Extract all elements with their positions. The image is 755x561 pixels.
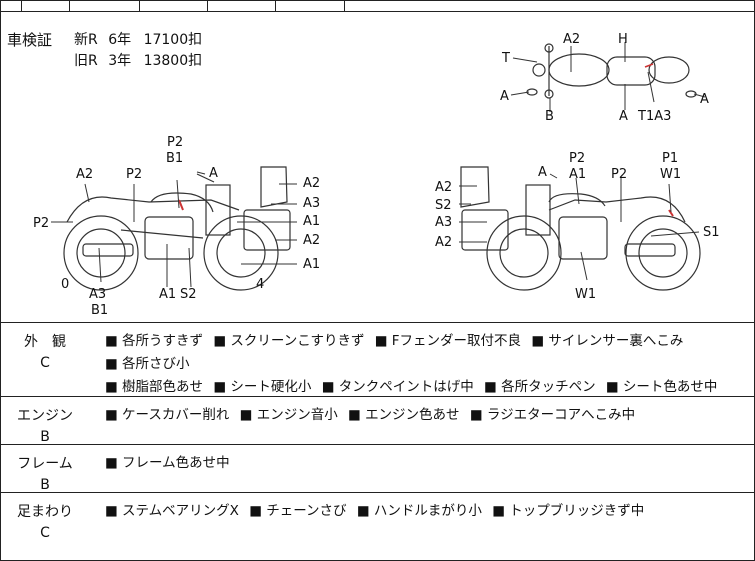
right-label-6: A2 xyxy=(435,180,452,195)
section-suspension-items: ステムベアリングX チェーンさび ハンドルまがり小 トップブリッジきず中 xyxy=(105,500,750,523)
top-label-5: A xyxy=(619,109,628,124)
section-frame-items: フレーム色あせ中 xyxy=(105,452,750,475)
top-label-2: H xyxy=(618,32,628,47)
top-label-1: A2 xyxy=(563,32,580,47)
list-item: エンジン色あせ xyxy=(348,407,460,423)
left-label-7: A3 xyxy=(303,196,320,211)
section-name: 足まわり xyxy=(17,504,73,520)
right-label-11: W1 xyxy=(575,287,596,302)
right-label-3: P2 xyxy=(611,167,627,182)
right-label-0: A xyxy=(538,165,547,180)
right-label-5: W1 xyxy=(660,167,681,182)
list-item: ハンドルまがり小 xyxy=(357,503,482,519)
section-exterior-items: 各所うすきず スクリーンこすりきず Fフェンダー取付不良 サイレンサー裏へこみ … xyxy=(105,330,750,399)
list-item: タンクペイントはげ中 xyxy=(322,379,474,395)
list-item: トップブリッジきず中 xyxy=(492,503,644,519)
list-item: ケースカバー削れ xyxy=(105,407,229,423)
list-item: 各所うすきず xyxy=(105,333,203,349)
left-label-12: A3 xyxy=(89,287,106,302)
list-item: シート色あせ中 xyxy=(606,379,718,395)
left-label-16: 4 xyxy=(256,277,264,292)
right-label-9: A2 xyxy=(435,235,452,250)
right-label-8: A3 xyxy=(435,215,452,230)
new-r-years: 6年 xyxy=(108,32,132,48)
right-label-7: S2 xyxy=(435,198,452,213)
section-grade: B xyxy=(40,477,50,493)
list-item: 各所タッチペン xyxy=(484,379,596,395)
left-label-3: A2 xyxy=(76,167,93,182)
section-grade: B xyxy=(40,429,50,445)
section-engine: エンジン B ケースカバー削れ エンジン音小 エンジン色あせ ラジエターコアへこ… xyxy=(1,397,754,445)
right-label-4: P1 xyxy=(662,151,678,166)
top-label-3: A xyxy=(500,89,509,104)
section-exterior: 外 観 C 各所うすきず スクリーンこすりきず Fフェンダー取付不良 サイレンサ… xyxy=(1,323,754,397)
new-r-price: 17100扣 xyxy=(143,32,203,48)
section-suspension-header: 足まわり C xyxy=(1,493,89,541)
list-item: Fフェンダー取付不良 xyxy=(375,333,521,349)
left-label-9: A2 xyxy=(303,233,320,248)
old-r-row: 旧R 3年 13800扣 xyxy=(74,50,202,70)
left-label-8: A1 xyxy=(303,214,320,229)
section-frame: フレーム B フレーム色あせ中 xyxy=(1,445,754,493)
right-label-10: S1 xyxy=(703,225,720,240)
left-label-14: A1 xyxy=(159,287,176,302)
list-item: シート硬化小 xyxy=(213,379,311,395)
section-engine-items: ケースカバー削れ エンジン音小 エンジン色あせ ラジエターコアへこみ中 xyxy=(105,404,750,427)
left-view-drawing xyxy=(63,166,291,291)
list-item: サイレンサー裏へこみ xyxy=(531,333,683,349)
list-item: エンジン音小 xyxy=(240,407,338,423)
left-view-leaders xyxy=(51,171,297,288)
top-label-4: B xyxy=(545,109,554,124)
left-label-11: 0 xyxy=(61,277,69,292)
list-item: 樹脂部色あせ xyxy=(105,379,203,395)
section-frame-header: フレーム B xyxy=(1,445,89,493)
left-label-1: B1 xyxy=(166,151,183,166)
motorcycle-diagrams: T A2 H A B A T1A3 A xyxy=(33,32,720,318)
old-r-price: 13800扣 xyxy=(143,53,203,69)
section-name: フレーム xyxy=(17,456,73,472)
top-strip xyxy=(1,1,754,12)
section-grade: C xyxy=(40,355,50,371)
list-item: フレーム色あせ中 xyxy=(105,455,230,471)
left-label-13: B1 xyxy=(91,303,108,318)
top-label-6: T1A3 xyxy=(637,109,671,124)
left-label-15: S2 xyxy=(180,287,197,302)
list-item: ステムベアリングX xyxy=(105,503,239,519)
top-view-drawing xyxy=(526,43,697,99)
old-r-label: 旧R xyxy=(74,53,98,69)
list-item: ラジエターコアへこみ中 xyxy=(470,407,635,423)
left-label-2: A xyxy=(209,166,218,181)
right-view-drawing xyxy=(460,166,701,291)
top-view-leaders xyxy=(510,42,706,112)
top-label-0: T xyxy=(501,51,510,66)
right-label-1: P2 xyxy=(569,151,585,166)
section-grade: C xyxy=(40,525,50,541)
section-name: 外 観 xyxy=(24,334,66,350)
section-suspension: 足まわり C ステムベアリングX チェーンさび ハンドルまがり小 トップブリッジ… xyxy=(1,493,754,560)
left-label-10: A1 xyxy=(303,257,320,272)
right-label-2: A1 xyxy=(569,167,586,182)
left-label-0: P2 xyxy=(33,216,49,231)
new-r-row: 新R 6年 17100扣 xyxy=(74,29,202,49)
section-exterior-header: 外 観 C xyxy=(1,323,89,371)
inspection-label: 車検証 xyxy=(7,31,53,49)
section-name: エンジン xyxy=(17,408,73,424)
diagram-area: 車検証 新R 6年 17100扣 旧R 3年 13800扣 xyxy=(1,12,754,323)
left-label-5: P2 xyxy=(167,135,183,150)
left-label-4: P2 xyxy=(126,167,142,182)
list-item: スクリーンこすりきず xyxy=(213,333,364,349)
top-label-7: A xyxy=(700,92,709,107)
new-r-label: 新R xyxy=(74,32,98,48)
right-view-leaders xyxy=(459,173,700,281)
old-r-years: 3年 xyxy=(108,53,132,69)
list-item: チェーンさび xyxy=(249,503,346,519)
section-engine-header: エンジン B xyxy=(1,397,89,445)
list-item: 各所さび小 xyxy=(105,356,190,372)
left-label-6: A2 xyxy=(303,176,320,191)
